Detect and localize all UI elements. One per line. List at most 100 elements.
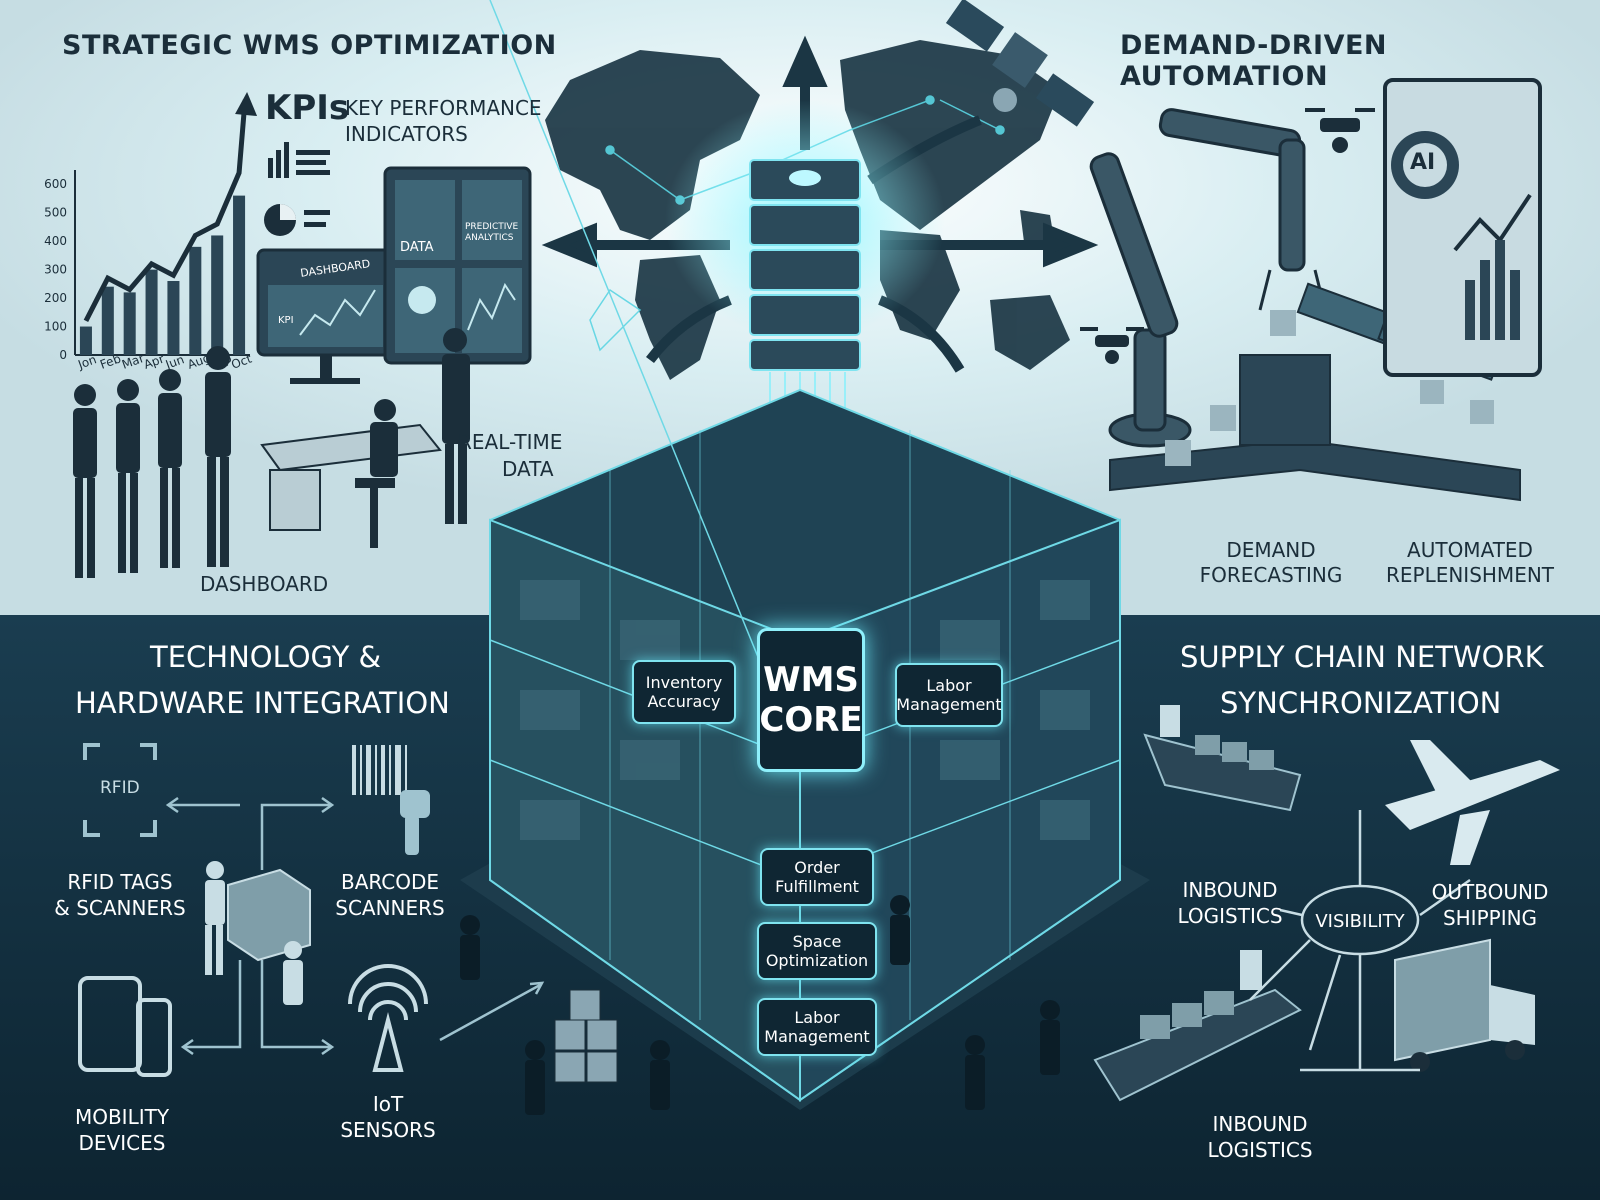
inbound-bottom-line1: INBOUND: [1212, 1112, 1308, 1136]
satellite-icon: [945, 0, 1095, 127]
rfid-icon-text: RFID: [100, 778, 140, 798]
supply-chain-title-line2: SYNCHRONIZATION: [1220, 686, 1502, 720]
labor-right-line1: Labor: [926, 676, 972, 695]
barcode-icon: [352, 745, 430, 855]
space-optimization-box: Space Optimization: [757, 922, 877, 980]
chart-ytick-label: 600: [44, 177, 67, 191]
demand-line2: FORECASTING: [1199, 563, 1343, 587]
ai-label: AI: [1410, 150, 1436, 175]
chart-bar-apr: [145, 269, 158, 355]
wms-core-line1: WMS: [763, 660, 859, 700]
analytics-board: [383, 166, 532, 365]
outbound-line1: OUTBOUND: [1431, 880, 1549, 904]
chart-ytick-label: 100: [44, 320, 67, 334]
wms-core-line2: CORE: [759, 700, 863, 740]
inventory-line2: Accuracy: [647, 692, 721, 711]
mobility-line1: MOBILITY: [74, 1105, 170, 1129]
monitor-data-label: DATA: [400, 240, 434, 255]
kpis-subtitle-line2: INDICATORS: [345, 122, 468, 146]
inbound-bottom-line2: LOGISTICS: [1207, 1138, 1313, 1162]
inbound-top-line1: INBOUND: [1182, 878, 1278, 902]
labor-bottom-line2: Management: [764, 1027, 870, 1046]
iot-sensor-icon: [348, 964, 428, 1072]
replenish-line1: AUTOMATED: [1407, 538, 1533, 562]
monitor-kpi-label: KPI: [278, 315, 294, 326]
order-fulfillment-box: Order Fulfillment: [760, 848, 874, 906]
real-time-line2: DATA: [502, 457, 554, 481]
chart-xtick-label: Jun: [163, 352, 186, 372]
cargo-ship-bottom: [1093, 950, 1302, 1102]
labor-bottom-line1: Labor: [794, 1008, 840, 1027]
kpis-subtitle-line1: KEY PERFORMANCE: [345, 96, 542, 120]
supply-chain-title-line1: SUPPLY CHAIN NETWORK: [1180, 640, 1544, 674]
inventory-line1: Inventory: [645, 673, 723, 692]
chart-bar-jun: [167, 281, 180, 355]
wms-core-box: WMS CORE: [757, 628, 865, 772]
rfid-line2: & SCANNERS: [54, 896, 186, 920]
kpis-label: KPIs: [265, 88, 350, 128]
tech-connector-arrows: [165, 796, 545, 1056]
automation-title: DEMAND-DRIVEN AUTOMATION: [1120, 30, 1388, 92]
kpi-pie-icon: [264, 204, 330, 236]
chart-bar-jan: [79, 326, 92, 355]
chart-xtick-label: Jon: [75, 352, 98, 372]
chart-ytick-label: 0: [59, 348, 67, 362]
demand-line1: DEMAND: [1226, 538, 1316, 562]
rfid-frame-icon: [83, 743, 157, 837]
airplane-icon: [1385, 740, 1560, 865]
inbound-top-line2: LOGISTICS: [1177, 904, 1283, 928]
chart-bar-aug: [189, 246, 202, 355]
business-team: [73, 328, 470, 578]
replenish-line2: REPLENISHMENT: [1385, 563, 1555, 587]
outbound-line2: SHIPPING: [1442, 906, 1538, 930]
strategic-title: STRATEGIC WMS OPTIMIZATION: [62, 30, 557, 61]
chart-bar-oct: [233, 195, 246, 355]
warehouse-shelves: [520, 580, 1090, 840]
trend-line: [83, 99, 248, 322]
rfid-line1: RFID TAGS: [67, 870, 173, 894]
labor-management-right-box: Labor Management: [895, 663, 1003, 727]
drone-icon-small: [1080, 327, 1144, 364]
ai-screen: [1383, 78, 1542, 377]
handheld-scanner-box: [205, 861, 311, 1005]
iot-line1: IoT: [372, 1092, 404, 1116]
dashboard-monitor: [256, 248, 395, 384]
truck-icon: [1394, 938, 1535, 1072]
mobile-devices-icon: [78, 976, 172, 1077]
chart-ytick-label: 400: [44, 234, 67, 248]
pallet-stacks: [554, 989, 618, 1083]
cargo-ship-top: [1143, 705, 1302, 812]
chart-ytick-label: 200: [44, 291, 67, 305]
chart-bar-sep: [211, 235, 224, 355]
chart-ytick-label: 300: [44, 263, 67, 277]
barcode-line2: SCANNERS: [335, 896, 445, 920]
kpi-bar-icon: [268, 142, 330, 178]
mobility-line2: DEVICES: [78, 1131, 166, 1155]
chart-bar-mar: [123, 292, 136, 355]
chart-xtick-label: Oct: [229, 351, 254, 371]
technology-title-line2: HARDWARE INTEGRATION: [75, 686, 450, 720]
labor-right-line2: Management: [896, 695, 1002, 714]
order-line2: Fulfillment: [775, 877, 859, 896]
chart-bar-feb: [101, 286, 114, 355]
inventory-accuracy-box: Inventory Accuracy: [632, 660, 736, 724]
robotic-arm: [1089, 108, 1327, 448]
labor-management-bottom-box: Labor Management: [757, 998, 877, 1056]
drone-icon: [1305, 108, 1375, 153]
space-line2: Optimization: [765, 951, 869, 970]
monitor-analytics-label: PREDICTIVE ANALYTICS: [465, 222, 519, 243]
space-line1: Space: [792, 932, 842, 951]
chart-ytick-label: 500: [44, 206, 67, 220]
workers-floor: [460, 895, 1060, 1115]
barcode-line1: BARCODE: [340, 870, 440, 894]
iot-line2: SENSORS: [340, 1118, 436, 1142]
technology-title-line1: TECHNOLOGY &: [150, 640, 382, 674]
chart-xtick-label: Apr: [142, 352, 166, 372]
chart-xtick-label: Feb: [98, 351, 123, 371]
visibility-label: VISIBILITY: [1315, 911, 1405, 932]
dashboard-label: DASHBOARD: [200, 572, 329, 596]
real-time-line1: REAL-TIME: [458, 430, 563, 454]
order-line1: Order: [794, 858, 840, 877]
trend-arrowhead: [235, 92, 258, 116]
